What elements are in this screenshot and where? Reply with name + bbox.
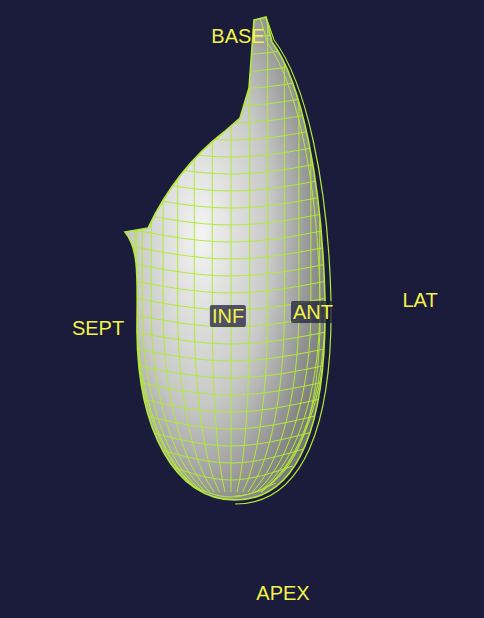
wall-label: ANT — [291, 301, 335, 323]
direction-label: SEPT — [70, 317, 126, 339]
mesh-line — [212, 0, 225, 492]
mesh-line — [169, 466, 292, 480]
mesh-line — [125, 228, 337, 242]
mesh-line — [237, 0, 250, 492]
mesh-line — [127, 347, 334, 361]
epicardial-outline — [235, 17, 331, 504]
mesh-line — [125, 211, 337, 225]
mesh-line — [143, 415, 320, 429]
mesh-line — [125, 262, 337, 276]
direction-label: BASE — [209, 25, 266, 47]
mesh-line — [125, 245, 337, 259]
mesh-line — [125, 279, 337, 293]
mesh-line — [125, 58, 337, 72]
wireframe-outline — [125, 17, 325, 500]
mesh-line — [248, 0, 284, 492]
mesh-line — [125, 160, 337, 174]
mesh-line — [178, 0, 214, 492]
mesh-line — [231, 0, 232, 492]
mesh-line — [125, 177, 337, 191]
mesh-line — [130, 364, 332, 378]
mesh-line — [137, 398, 324, 412]
mesh-line — [149, 432, 312, 446]
wireframe-edge — [235, 18, 320, 496]
mesh-line — [163, 0, 209, 492]
wall-label: INF — [210, 305, 246, 327]
mesh-line — [125, 75, 337, 89]
direction-label: APEX — [254, 582, 311, 604]
mesh-line — [262, 0, 327, 492]
mesh-line — [135, 0, 200, 492]
mesh-line — [253, 0, 299, 492]
mesh-line — [125, 194, 337, 208]
mesh-line — [126, 330, 336, 344]
wireframe-mesh — [125, 0, 337, 497]
mesh-line — [133, 381, 329, 395]
mesh-line — [194, 0, 219, 492]
wall-label: LAT — [400, 289, 439, 311]
mesh-line — [125, 92, 337, 106]
mesh-line — [151, 0, 205, 492]
mesh-line — [158, 449, 304, 463]
mesh-line — [137, 0, 201, 492]
